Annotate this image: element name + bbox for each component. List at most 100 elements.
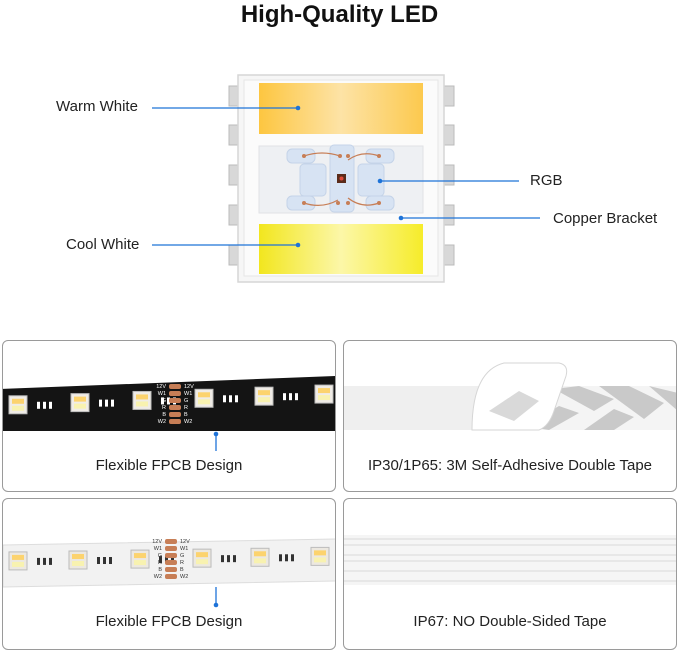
pad-label: G: [180, 553, 184, 559]
copper-pad: [165, 553, 177, 558]
strip-resistor: [105, 399, 108, 407]
strip-resistor: [165, 556, 168, 564]
pad-label: W1: [184, 391, 192, 397]
strip-resistor: [223, 395, 226, 403]
copper-pad: [169, 405, 181, 410]
pad-label: B: [180, 567, 184, 573]
strip-resistor: [103, 557, 106, 565]
pad-label: W2: [184, 419, 192, 425]
pad-label: 12V: [156, 384, 166, 390]
strip-resistor: [233, 555, 236, 563]
strip-resistor: [171, 556, 174, 564]
strip-led: [130, 549, 150, 569]
page-title: High-Quality LED: [240, 1, 439, 28]
strip-led: [8, 395, 28, 415]
pad-label: W2: [158, 419, 166, 425]
panel-caption: Flexible FPCB Design: [95, 457, 243, 474]
strip-resistor: [295, 393, 298, 401]
copper-pad: [169, 398, 181, 403]
pad-label: B: [158, 567, 162, 573]
panel-caption: IP67: NO Double-Sided Tape: [413, 613, 607, 630]
pad-label: 12V: [184, 384, 194, 390]
strip-resistor: [37, 557, 40, 565]
strip-led: [194, 388, 214, 408]
pad-label: G: [162, 398, 166, 404]
chip-pins: [228, 85, 455, 266]
copper-pad: [169, 419, 181, 424]
copper-pad: [165, 539, 177, 544]
tape-illustration: [344, 362, 676, 431]
pad-label: R: [180, 560, 184, 566]
cool-white-label: Cool White: [66, 236, 140, 253]
strip-resistor: [161, 397, 164, 405]
pad-label: G: [158, 553, 162, 559]
pad-label: W1: [158, 391, 166, 397]
strip-resistor: [49, 557, 52, 565]
strip-resistor: [49, 401, 52, 409]
silicone-tube-illustration: [344, 535, 676, 585]
strip-resistor: [285, 554, 288, 562]
led-chip-diagram: [152, 74, 540, 283]
strip-resistor: [291, 554, 294, 562]
strip-resistor: [279, 554, 282, 562]
strip-resistor: [43, 401, 46, 409]
bond-wires: [303, 152, 380, 206]
strip-resistor: [227, 555, 230, 563]
callout-lines: [152, 107, 540, 246]
strip-resistor: [235, 395, 238, 403]
copper-pad: [165, 574, 177, 579]
pad-label: W1: [154, 546, 162, 552]
copper-bracket-label: Copper Bracket: [553, 210, 658, 227]
strip-resistor: [97, 557, 100, 565]
pad-label: R: [162, 405, 166, 411]
pad-label: 12V: [152, 539, 162, 545]
strip-led: [68, 550, 88, 570]
strip-resistor: [229, 395, 232, 403]
panel-no-tape: IP67: NO Double-Sided Tape: [343, 498, 677, 650]
pad-label: B: [162, 412, 166, 418]
pad-label: W2: [180, 574, 188, 580]
strip-led: [8, 551, 28, 571]
strip-resistor: [43, 557, 46, 565]
strip-resistor: [99, 399, 102, 407]
strip-led: [254, 386, 274, 406]
copper-pad: [169, 391, 181, 396]
panel-caption: Flexible FPCB Design: [95, 613, 243, 630]
copper-pad: [169, 384, 181, 389]
strip-led: [192, 548, 212, 568]
strip-resistor: [289, 393, 292, 401]
strip-resistor: [109, 557, 112, 565]
copper-pad: [169, 412, 181, 417]
strip-led: [310, 546, 330, 566]
cool-white-led: [259, 224, 423, 274]
pad-label: R: [184, 405, 188, 411]
copper-pad: [165, 546, 177, 551]
pad-label: 12V: [180, 539, 190, 545]
strip-led: [314, 384, 334, 404]
pad-label: W2: [154, 574, 162, 580]
strip-led: [250, 547, 270, 567]
pad-label: W1: [180, 546, 188, 552]
strip-resistor: [159, 556, 162, 564]
pad-label: G: [184, 398, 188, 404]
panel-caption: IP30/1P65: 3M Self-Adhesive Double Tape: [367, 457, 653, 474]
warm-white-label: Warm White: [56, 98, 138, 115]
strip-led: [132, 390, 152, 410]
copper-pad: [165, 560, 177, 565]
panel-3m-tape: IP30/1P65: 3M Self-Adhesive Double Tape: [343, 340, 677, 492]
strip-resistor: [167, 397, 170, 405]
strip-resistor: [111, 399, 114, 407]
strip-resistor: [283, 393, 286, 401]
strip-resistor: [37, 401, 40, 409]
pad-label: R: [158, 560, 162, 566]
rgb-label: RGB: [530, 172, 563, 189]
copper-pad: [165, 567, 177, 572]
strip-led: [70, 393, 90, 413]
strip-resistor: [221, 555, 224, 563]
pad-label: B: [184, 412, 188, 418]
